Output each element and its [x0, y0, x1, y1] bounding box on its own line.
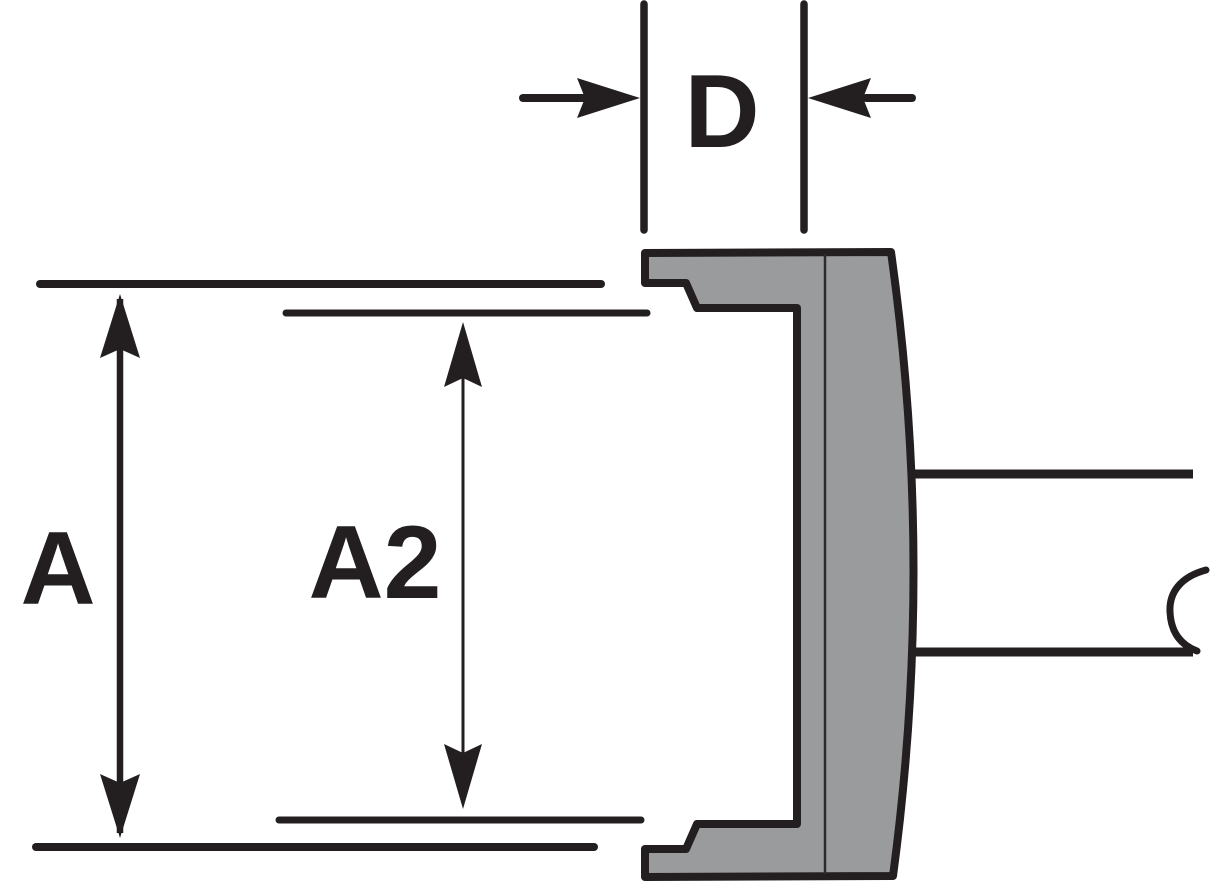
- dimension-a2-label: A2: [309, 505, 442, 621]
- dimension-a2-arrowhead-down: [444, 744, 482, 809]
- shaft-break-arc: [1166, 566, 1210, 655]
- dimension-d-group: D: [519, 0, 916, 234]
- dimension-a2-arrowhead-up: [444, 322, 482, 387]
- shaft-group: [908, 469, 1210, 657]
- tip-cross-section-outline: [641, 248, 918, 881]
- dimension-a2-group: A2: [309, 322, 482, 809]
- tube-lines-group: [32, 280, 651, 851]
- tip-cross-section-group: [641, 248, 918, 881]
- dimension-a-arrowhead-up: [100, 294, 140, 358]
- dimension-a-arrowhead-down: [100, 774, 140, 838]
- dimension-d-arrowhead-left: [577, 78, 640, 118]
- dimension-d-label: D: [684, 54, 759, 170]
- dimension-a-label: A: [20, 511, 95, 627]
- dimension-a-group: A: [20, 294, 140, 838]
- dimension-d-arrowhead-right: [808, 78, 871, 118]
